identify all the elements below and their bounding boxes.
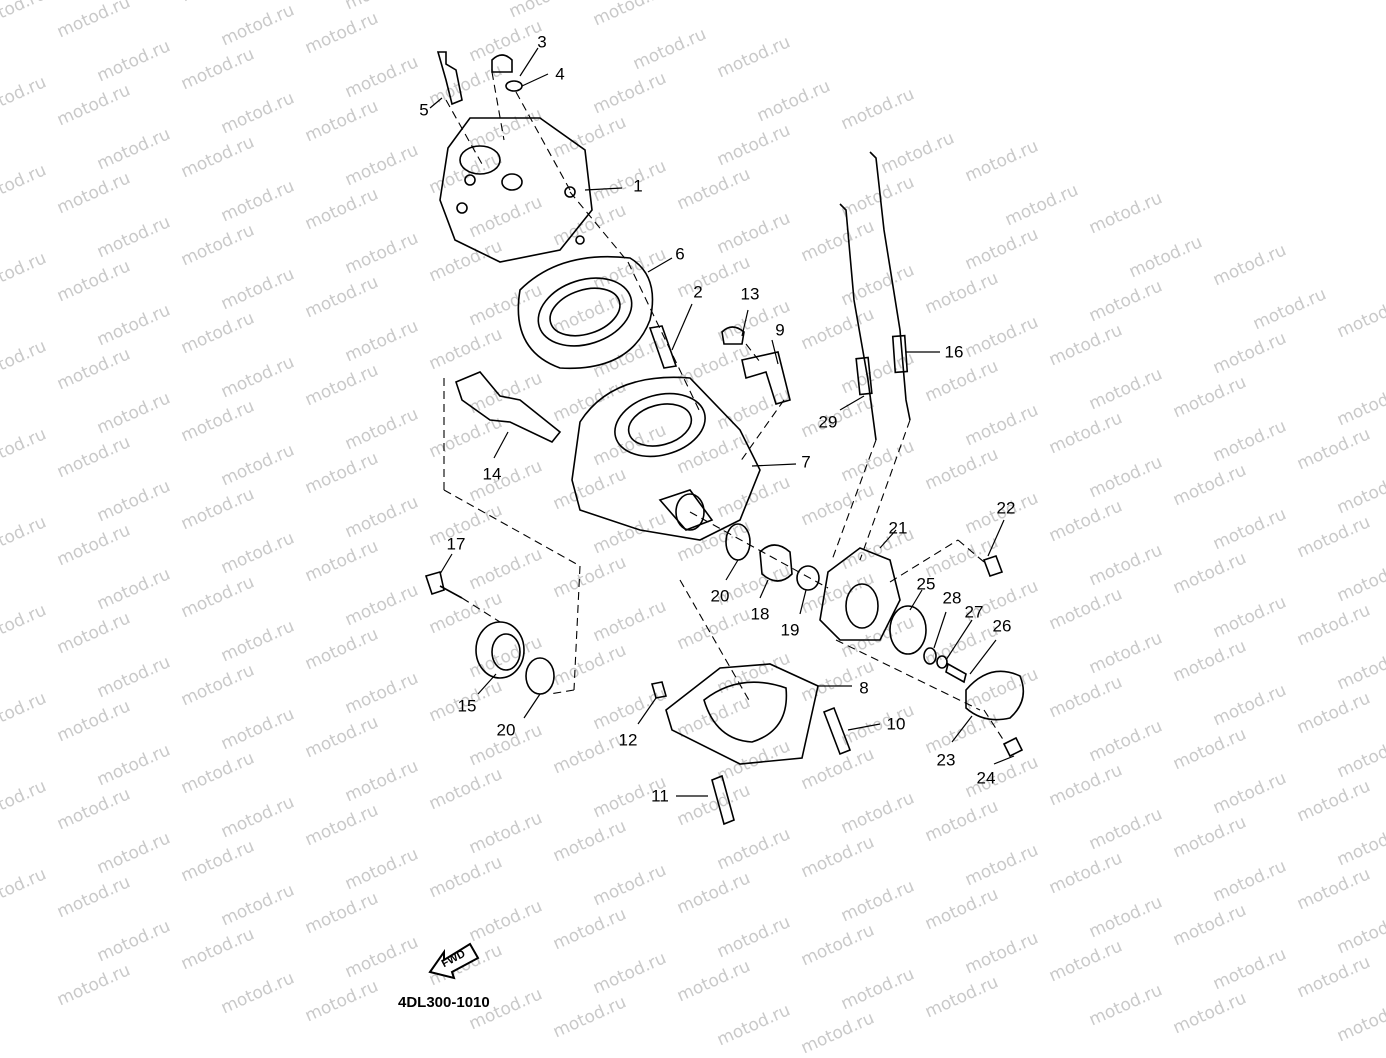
callout-label: 9	[775, 320, 785, 340]
callout-label: 22	[996, 498, 1016, 518]
collar-part	[759, 544, 793, 582]
cylinder-head-part	[439, 117, 593, 263]
callout-label: 28	[942, 588, 962, 608]
washer-part	[505, 80, 523, 92]
forward-arrow-icon	[428, 942, 480, 980]
stud-part-11	[711, 774, 735, 826]
callout-label: 1	[633, 176, 643, 196]
housing-part	[819, 547, 901, 641]
cable-part-16	[869, 151, 911, 421]
stud-part	[648, 325, 678, 369]
cap-part	[475, 621, 525, 679]
callout-label: 16	[944, 342, 964, 362]
dowel-part	[650, 681, 668, 699]
callout-label: 25	[916, 574, 936, 594]
washer-part-28	[923, 647, 937, 665]
callout-label: 6	[675, 244, 685, 264]
callout-label: 18	[750, 604, 770, 624]
callout-label: 20	[496, 720, 516, 740]
nut-part	[491, 54, 513, 73]
callout-label: 13	[740, 284, 760, 304]
gear-part	[889, 605, 927, 655]
bolt-part-22	[982, 554, 1004, 578]
callout-label: 11	[651, 786, 669, 806]
callout-label: 21	[888, 518, 908, 538]
callout-label: 19	[780, 620, 800, 640]
callout-label: 8	[859, 678, 869, 698]
valve-part	[455, 371, 562, 443]
bolt-part	[424, 570, 445, 596]
callout-label: 3	[537, 32, 547, 52]
callout-label: 7	[801, 452, 811, 472]
callout-label: 26	[992, 616, 1012, 636]
circlip-part	[525, 657, 555, 695]
callout-label: 5	[419, 100, 429, 120]
callout-label: 4	[555, 64, 565, 84]
screw-part	[1002, 736, 1024, 758]
callout-label: 15	[457, 696, 477, 716]
oring-part	[725, 523, 751, 561]
diagram-code: 4DL300-1010	[398, 994, 490, 1011]
bearing-part	[796, 565, 820, 591]
callout-label: 24	[976, 768, 996, 788]
callout-label: 14	[482, 464, 502, 484]
base-gasket-part	[665, 663, 819, 765]
callout-label: 17	[446, 534, 466, 554]
cable-part-29	[839, 203, 877, 441]
callout-label: 2	[693, 282, 703, 302]
callout-label: 23	[936, 750, 956, 770]
bracket-part	[741, 351, 791, 405]
callout-label: 29	[818, 412, 838, 432]
cylinder-block-part	[571, 376, 761, 541]
washer-part-27	[936, 655, 948, 669]
stud-part-10	[822, 706, 852, 756]
cover-part	[965, 670, 1025, 721]
callout-label: 20	[710, 586, 730, 606]
nut-part-13	[721, 326, 745, 345]
head-gasket-part	[517, 255, 654, 370]
spark-plug-part	[436, 51, 463, 106]
bolt-part-26	[945, 662, 967, 684]
callout-label: 12	[618, 730, 638, 750]
callout-label: 27	[964, 602, 984, 622]
callout-label: 10	[886, 714, 906, 734]
